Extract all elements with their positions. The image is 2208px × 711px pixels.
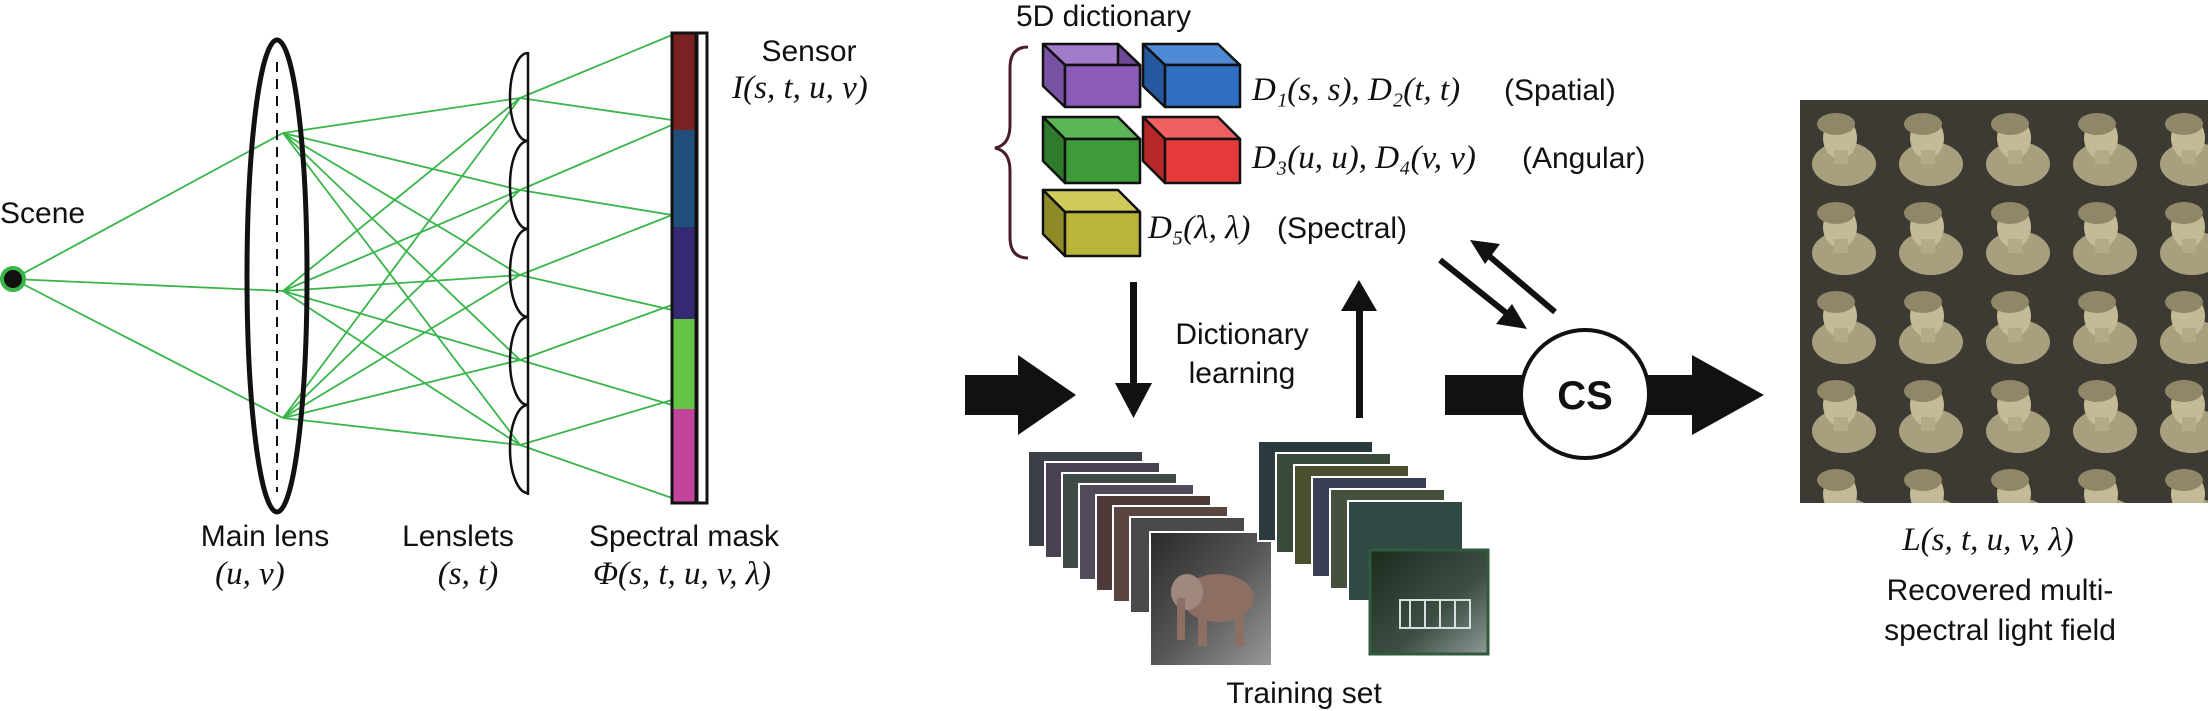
light-rays: [12, 34, 673, 499]
cs-label: CS: [1557, 374, 1613, 418]
dictionary-brace: [994, 45, 1029, 260]
angular-formula: D₃(u, u), D₄(v, v): [1251, 140, 1476, 176]
arrow-down-icon: [1115, 282, 1152, 418]
spectral-mask-formula: Φ(s, t, u, v, λ): [593, 556, 771, 592]
main-lens: [244, 37, 310, 515]
dictionary-learning-label: Dictionary: [1175, 318, 1308, 351]
recovered-light-field-image: [1800, 100, 2208, 503]
dictionary-title: 5D dictionary: [1016, 0, 1191, 33]
mask-band: [673, 227, 695, 319]
output-formula: L(s, t, u, v, λ): [1901, 522, 2073, 558]
angular-tag: (Angular): [1522, 142, 1645, 175]
main-lens-label: Main lens: [201, 520, 329, 553]
scene-point: [0, 266, 26, 292]
cs-input-bar: [1445, 375, 1523, 415]
dictionary-panel: 5D dictionary D₁(s, s), D₂(: [994, 0, 1645, 260]
mask-band: [673, 319, 695, 409]
spectral-tag: (Spectral): [1277, 212, 1407, 245]
dictionary-to-cs-arrow-icon: [1438, 257, 1527, 329]
sensor-formula: I(s, t, u, v): [731, 70, 868, 106]
output-caption: spectral light field: [1884, 614, 2116, 647]
sensor-label: Sensor: [761, 35, 856, 68]
forest-image: [1368, 548, 1490, 656]
output-panel: L(s, t, u, v, λ) Recovered multi- spectr…: [1800, 100, 2208, 647]
arrow-up-icon: [1341, 280, 1377, 418]
lenslets-label: Lenslets: [402, 520, 514, 553]
mask-band: [673, 33, 695, 130]
spectral-formula: D₅(λ, λ): [1147, 210, 1250, 246]
spatial-formula: D₁(s, s), D₂(t, t): [1251, 72, 1460, 108]
training-stack-forest: [1257, 440, 1490, 656]
input-arrow-icon: [965, 355, 1076, 435]
cs-block: CS: [1438, 240, 1764, 460]
cube-spatial-1: [1041, 42, 1142, 109]
training-set-label: Training set: [1226, 677, 1382, 710]
cube-angular-1: [1041, 115, 1142, 185]
lenslet-array: [508, 51, 530, 495]
sensor: [695, 31, 709, 505]
cs-node: [1519, 328, 1651, 460]
output-arrow-icon: [1645, 355, 1764, 435]
spectral-mask: [670, 31, 698, 505]
cs-to-dictionary-arrow-icon: [1470, 240, 1557, 315]
cube-spatial-2: [1141, 42, 1242, 109]
spatial-tag: (Spatial): [1504, 74, 1616, 107]
mask-band: [673, 130, 695, 227]
mask-band: [673, 409, 695, 503]
main-lens-coords: (u, v): [215, 556, 285, 592]
scene-label: Scene: [0, 197, 85, 230]
output-caption: Recovered multi-: [1887, 574, 2114, 607]
cube-spectral: [1041, 188, 1142, 258]
learning-flow: Dictionary learning: [965, 280, 1490, 710]
training-stack-elephant: [1027, 450, 1273, 667]
cube-angular-2: [1141, 115, 1242, 185]
lenslets-coords: (s, t): [438, 556, 499, 592]
spectral-mask-label: Spectral mask: [589, 520, 780, 553]
dictionary-learning-label: learning: [1189, 357, 1296, 390]
elephant-image: [1149, 531, 1273, 667]
optics-diagram: Scene Main lens (u, v) Lenslets (s, t) S…: [0, 31, 868, 592]
